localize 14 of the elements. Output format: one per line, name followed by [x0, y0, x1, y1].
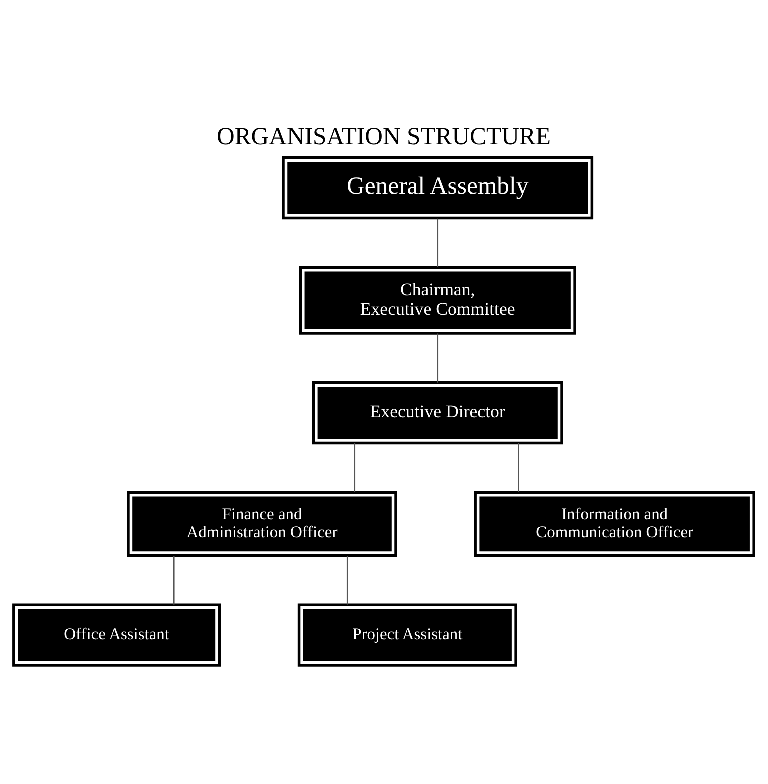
connector — [518, 442, 520, 492]
node-box: Chairman, Executive Committee — [299, 266, 576, 334]
node-box: Finance and Administration Officer — [127, 490, 398, 557]
connector — [437, 333, 439, 382]
connector — [173, 556, 175, 604]
connector — [437, 218, 439, 268]
connector — [354, 442, 356, 492]
diagram-title: ORGANISATION STRUCTURE — [217, 123, 551, 150]
node-box: Project Assistant — [298, 603, 518, 666]
node-box: Executive Director — [312, 381, 564, 444]
node-box: General Assembly — [282, 156, 594, 220]
node-box: Information and Communication Officer — [474, 490, 756, 557]
node-box: Office Assistant — [12, 603, 222, 666]
connector — [346, 556, 348, 604]
